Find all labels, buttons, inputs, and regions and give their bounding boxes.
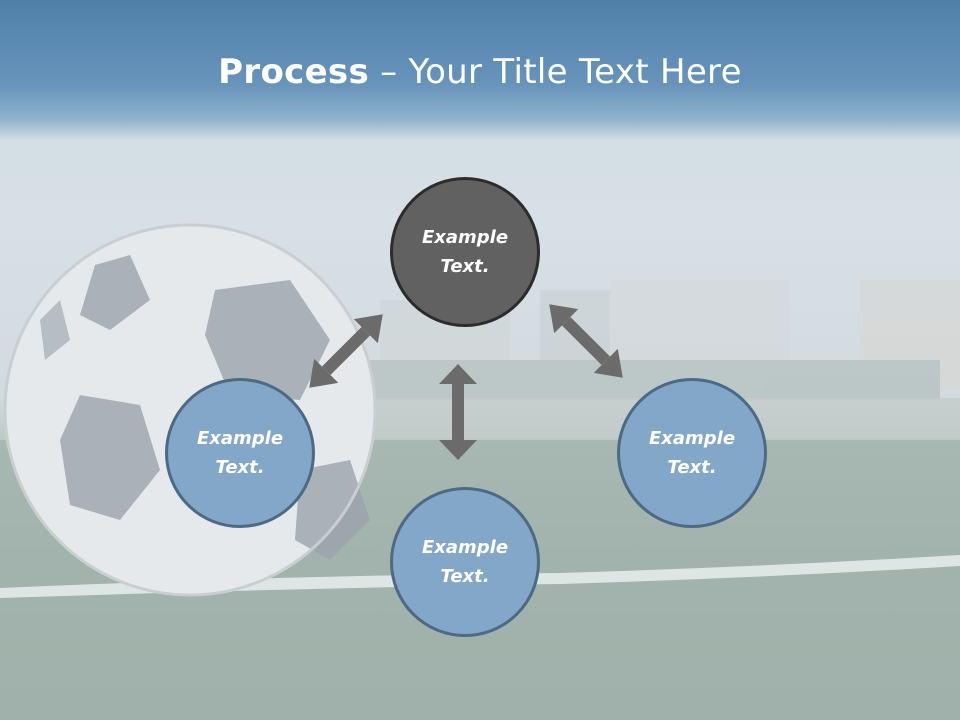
title-bold: Process: [218, 52, 370, 92]
arrow-top-left: [309, 314, 383, 388]
arrow-vertical: [439, 364, 477, 460]
node-right-line2: Text.: [667, 457, 717, 478]
process-node-top: Example Text.: [390, 177, 540, 327]
node-top-line2: Text.: [440, 256, 490, 277]
title-rest: Your Title Text Here: [408, 52, 742, 92]
node-bottom-line2: Text.: [440, 566, 490, 587]
slide-title: Process – Your Title Text Here: [0, 52, 960, 92]
node-left-line1: Example: [196, 428, 284, 449]
title-band: [0, 0, 960, 140]
node-bottom-line1: Example: [421, 537, 509, 558]
arrow-top-right: [549, 304, 623, 378]
process-node-right: Example Text.: [617, 378, 767, 528]
node-right-line1: Example: [648, 428, 736, 449]
node-left-line2: Text.: [215, 457, 265, 478]
process-node-bottom: Example Text.: [390, 487, 540, 637]
process-node-left: Example Text.: [165, 378, 315, 528]
title-separator: –: [369, 52, 409, 92]
node-top-line1: Example: [421, 227, 509, 248]
